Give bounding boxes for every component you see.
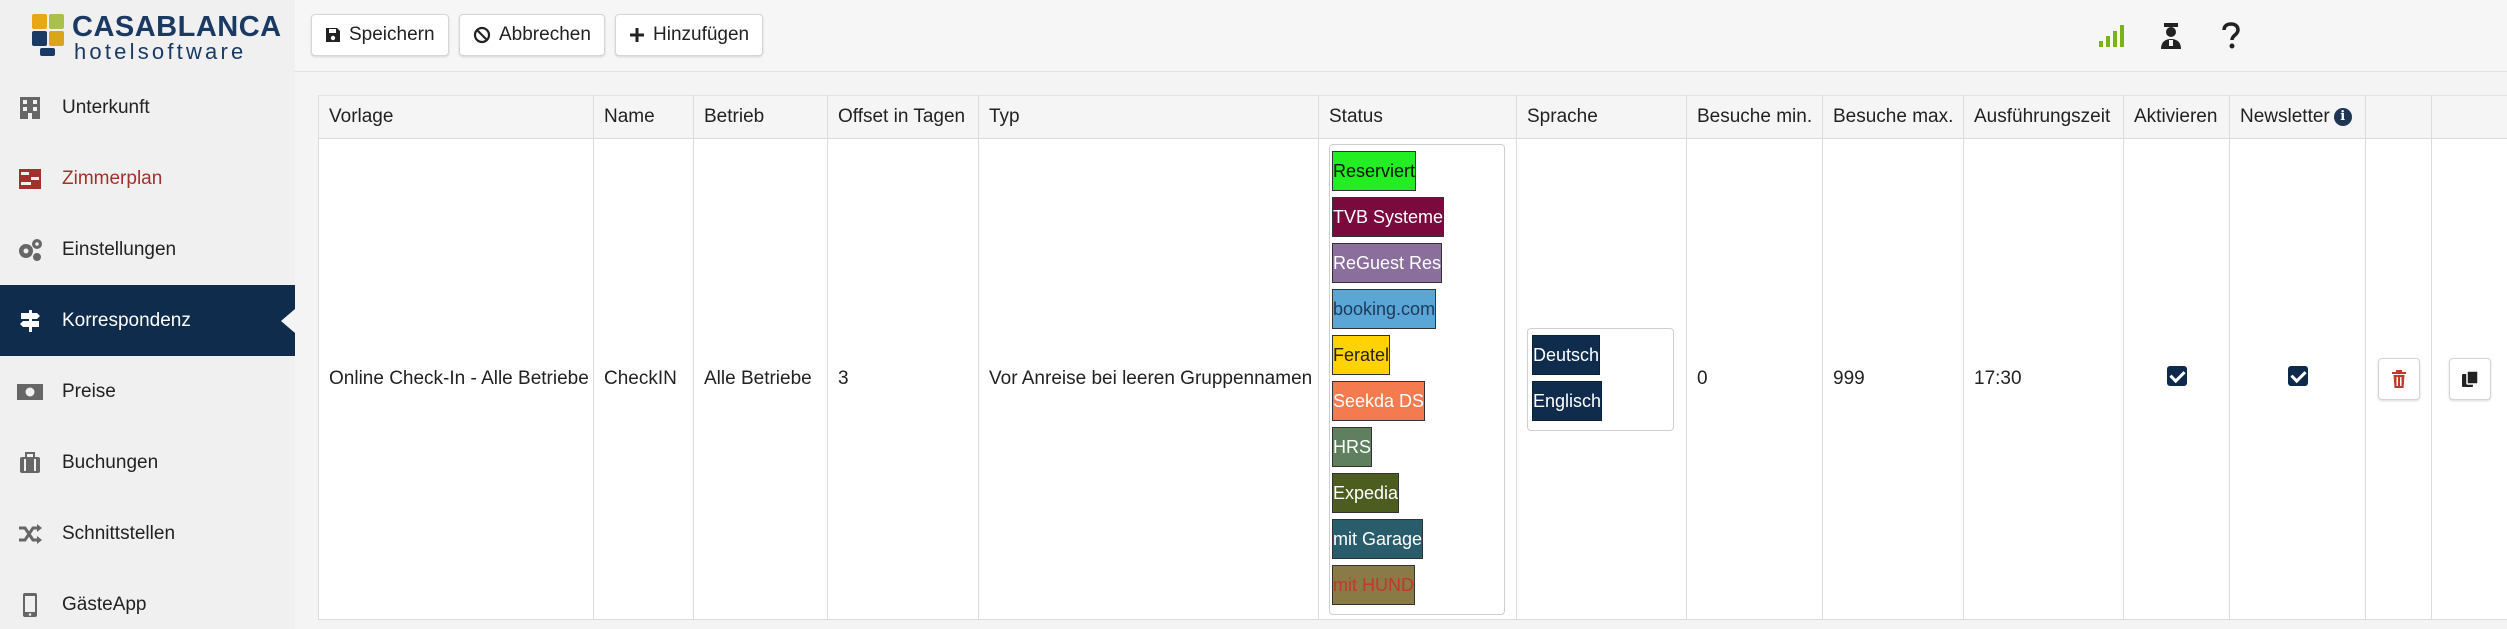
logo-text-secondary: hotelsoftware (74, 39, 247, 64)
cancel-button-label: Abbrechen (499, 24, 591, 45)
sidebar-item-unterkunft[interactable]: Unterkunft (0, 72, 295, 143)
cell-delete (2365, 138, 2432, 620)
add-button[interactable]: Hinzufügen (615, 14, 764, 56)
save-button[interactable]: Speichern (311, 14, 449, 56)
col-header-aktivieren[interactable]: Aktivieren (2123, 95, 2230, 139)
plus-icon (630, 28, 644, 42)
add-button-label: Hinzufügen (653, 24, 750, 45)
col-header-ausfuehrungszeit[interactable]: Ausführungszeit (1963, 95, 2124, 139)
newsletter-checkbox[interactable] (2287, 366, 2308, 386)
sidebar-item-schnittstellen[interactable]: Schnittstellen (0, 498, 295, 569)
top-toolbar: Speichern Abbrechen Hinzufügen (295, 0, 2507, 72)
cell-aktivieren (2123, 138, 2230, 620)
status-tag[interactable]: Expedia (1332, 472, 1400, 513)
signal-strength-icon[interactable] (2095, 20, 2127, 52)
cell-offset[interactable]: 3 (827, 138, 979, 620)
save-button-label: Speichern (349, 24, 435, 45)
info-icon[interactable]: i (2333, 107, 2352, 126)
table-header-row: Vorlage Name Betrieb Offset in Tagen Typ… (318, 95, 2507, 139)
col-header-sprache[interactable]: Sprache (1516, 95, 1687, 139)
sidebar-item-buchungen[interactable]: Buchungen (0, 427, 295, 498)
col-header-besuche-max[interactable]: Besuche max. (1822, 95, 1964, 139)
correspondence-table: Vorlage Name Betrieb Offset in Tagen Typ… (318, 95, 2507, 620)
shuffle-icon (16, 520, 44, 548)
cancel-button[interactable]: Abbrechen (459, 14, 605, 56)
status-tag[interactable]: Feratel (1332, 334, 1391, 375)
building-icon (16, 94, 44, 122)
help-icon[interactable] (2215, 20, 2247, 52)
cell-typ[interactable]: Vor Anreise bei leeren Gruppennamen (978, 138, 1319, 620)
col-header-typ[interactable]: Typ (978, 95, 1319, 139)
cell-betrieb[interactable]: Alle Betriebe (693, 138, 828, 620)
col-header-status[interactable]: Status (1318, 95, 1517, 139)
logo-mark-icon (32, 14, 66, 56)
sidebar-item-einstellungen[interactable]: Einstellungen (0, 214, 295, 285)
cell-vorlage[interactable]: Online Check-In - Alle Betriebe (318, 138, 594, 620)
aktivieren-checkbox[interactable] (2166, 366, 2187, 386)
signpost-icon (16, 307, 44, 335)
table-row: Online Check-In - Alle Betriebe CheckIN … (318, 138, 2507, 620)
col-header-besuche-min[interactable]: Besuche min. (1686, 95, 1823, 139)
room-plan-icon (16, 165, 44, 193)
status-tag[interactable]: booking.com (1332, 288, 1437, 329)
sidebar-item-gaesteapp[interactable]: GästeApp (0, 569, 295, 629)
cell-newsletter (2229, 138, 2366, 620)
sidebar-item-label: Schnittstellen (62, 522, 176, 544)
ban-icon (473, 26, 491, 44)
sidebar-item-label: Einstellungen (62, 238, 177, 260)
sidebar-item-label: Zimmerplan (62, 167, 163, 189)
sidebar-item-korrespondenz[interactable]: Korrespondenz (0, 285, 295, 356)
logo-text-primary: CASABLANCA (72, 11, 282, 43)
status-tag[interactable]: TVB Systeme (1332, 196, 1445, 237)
cell-ausfuehrungszeit[interactable]: 17:30 (1963, 138, 2124, 620)
col-header-copy (2431, 95, 2507, 139)
sidebar-item-zimmerplan[interactable]: Zimmerplan (0, 143, 295, 214)
status-tag[interactable]: ReGuest Res (1332, 242, 1443, 283)
language-tag[interactable]: Deutsch (1532, 334, 1601, 375)
sidebar-item-label: Korrespondenz (62, 309, 191, 331)
delete-button[interactable] (2377, 358, 2420, 400)
floppy-disk-icon (326, 28, 340, 42)
status-tag[interactable]: Reserviert (1332, 150, 1417, 191)
suitcase-icon (16, 449, 44, 477)
col-header-name[interactable]: Name (593, 95, 694, 139)
sidebar-item-label: Preise (62, 380, 116, 402)
col-header-offset[interactable]: Offset in Tagen (827, 95, 979, 139)
language-tag[interactable]: Englisch (1532, 380, 1603, 421)
trash-icon (2391, 370, 2406, 388)
sidebar-nav: Unterkunft Zimmerplan Einstellungen Korr… (0, 72, 295, 629)
copy-button[interactable] (2448, 358, 2491, 400)
sidebar-item-preise[interactable]: Preise (0, 356, 295, 427)
status-tag[interactable]: HRS (1332, 426, 1373, 467)
sidebar-item-label: Unterkunft (62, 96, 150, 118)
cell-besuche-max[interactable]: 999 (1822, 138, 1964, 620)
cell-name[interactable]: CheckIN (593, 138, 694, 620)
newsletter-header-label: Newsletter (2240, 106, 2330, 127)
status-tag[interactable]: Seekda DS (1332, 380, 1426, 421)
col-header-betrieb[interactable]: Betrieb (693, 95, 828, 139)
sidebar-item-label: GästeApp (62, 593, 147, 615)
money-icon (16, 378, 44, 406)
cell-copy (2431, 138, 2507, 620)
user-profile-icon[interactable] (2155, 20, 2187, 52)
status-tag[interactable]: mit Garage (1332, 518, 1424, 559)
mobile-icon (16, 591, 44, 619)
sidebar: CASABLANCA hotelsoftware Unterkunft Zimm… (0, 0, 295, 629)
gears-icon (16, 236, 44, 264)
cell-besuche-min[interactable]: 0 (1686, 138, 1823, 620)
casablanca-logo[interactable]: CASABLANCA hotelsoftware (30, 10, 282, 64)
copy-icon (2461, 370, 2479, 387)
sidebar-item-label: Buchungen (62, 451, 159, 473)
col-header-vorlage[interactable]: Vorlage (318, 95, 594, 139)
status-tag[interactable]: mit HUND (1332, 564, 1415, 605)
col-header-delete (2365, 95, 2432, 139)
